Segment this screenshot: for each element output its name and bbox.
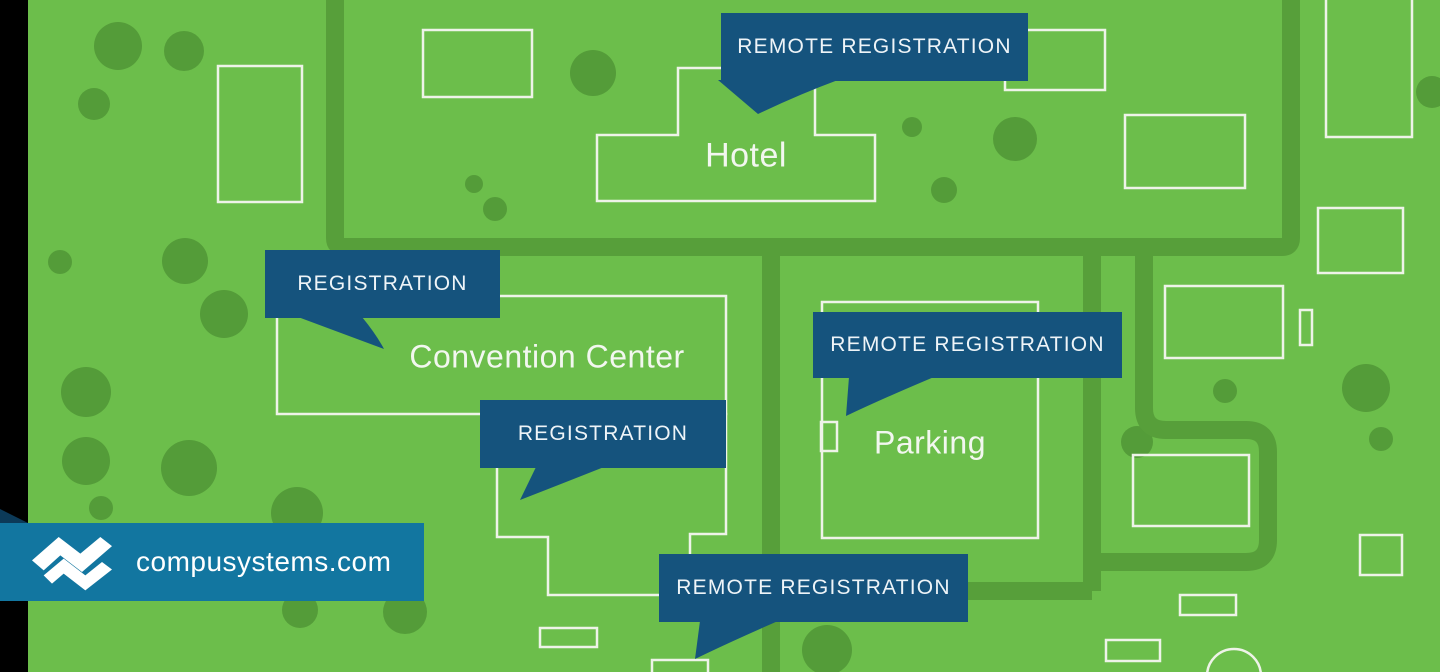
tree <box>89 496 113 520</box>
compusystems-logo-icon <box>32 537 112 591</box>
road-loop <box>1092 247 1277 571</box>
building-outline <box>1358 533 1404 577</box>
tree <box>993 117 1037 161</box>
tree <box>383 590 427 634</box>
callout-hotel-remote-registration: REMOTE REGISTRATION <box>721 13 1028 81</box>
trees <box>48 22 1440 672</box>
building-outline <box>1131 453 1251 528</box>
road-main <box>326 0 1300 256</box>
building-outline <box>1316 206 1405 275</box>
callout-label: REMOTE REGISTRATION <box>676 576 951 599</box>
tree <box>465 175 483 193</box>
callout-parking-remote-registration: REMOTE REGISTRATION <box>813 312 1122 378</box>
callout-label: REMOTE REGISTRATION <box>737 35 1012 58</box>
area-label-parking: Parking <box>874 424 986 461</box>
tree <box>78 88 110 120</box>
callout-tail <box>520 467 604 500</box>
tree <box>162 238 208 284</box>
area-label-convention-center: Convention Center <box>409 338 685 375</box>
parking-lot <box>820 300 1040 540</box>
callout-tail <box>695 621 778 659</box>
callout-label: REGISTRATION <box>517 422 689 445</box>
tree <box>1369 427 1393 451</box>
callout-label: REGISTRATION <box>297 272 468 295</box>
hotel-building <box>595 66 877 203</box>
tree <box>570 50 616 96</box>
tree <box>62 437 110 485</box>
building-outline <box>538 626 599 649</box>
callout-tail <box>298 317 384 349</box>
callout-tail <box>846 377 934 416</box>
tree <box>161 440 217 496</box>
banner-url: compusystems.com <box>136 546 392 577</box>
tree <box>1342 364 1390 412</box>
tree <box>1213 379 1237 403</box>
callout-tails <box>298 80 934 659</box>
building-outline <box>421 28 534 99</box>
tree <box>1121 426 1153 458</box>
callout-tail <box>718 80 838 114</box>
tree <box>902 117 922 137</box>
tree <box>931 177 957 203</box>
tree <box>94 22 142 70</box>
building-outline <box>1178 593 1238 617</box>
building-outline <box>1123 113 1247 190</box>
building-outline <box>1206 647 1262 672</box>
parking-entrance <box>819 420 839 453</box>
building-outline <box>1298 308 1314 347</box>
tree <box>48 250 72 274</box>
building-outline <box>216 64 304 204</box>
building-outline <box>1324 0 1414 139</box>
banner-ribbon: compusystems.com <box>0 523 424 601</box>
callout-label: REMOTE REGISTRATION <box>830 333 1105 356</box>
tree <box>483 197 507 221</box>
building-outline <box>1163 284 1285 360</box>
callout-convention-registration-west: REGISTRATION <box>265 250 500 318</box>
tree <box>802 625 852 672</box>
tree <box>282 592 318 628</box>
tree <box>1416 76 1440 108</box>
area-label-hotel: Hotel <box>705 136 787 175</box>
callout-convention-registration-south: REGISTRATION <box>480 400 726 468</box>
tree <box>164 31 204 71</box>
callout-south-remote-registration: REMOTE REGISTRATION <box>659 554 968 622</box>
tree <box>61 367 111 417</box>
buildings <box>216 0 1414 672</box>
building-outline <box>650 658 710 672</box>
building-outline <box>1104 638 1162 663</box>
tree <box>200 290 248 338</box>
